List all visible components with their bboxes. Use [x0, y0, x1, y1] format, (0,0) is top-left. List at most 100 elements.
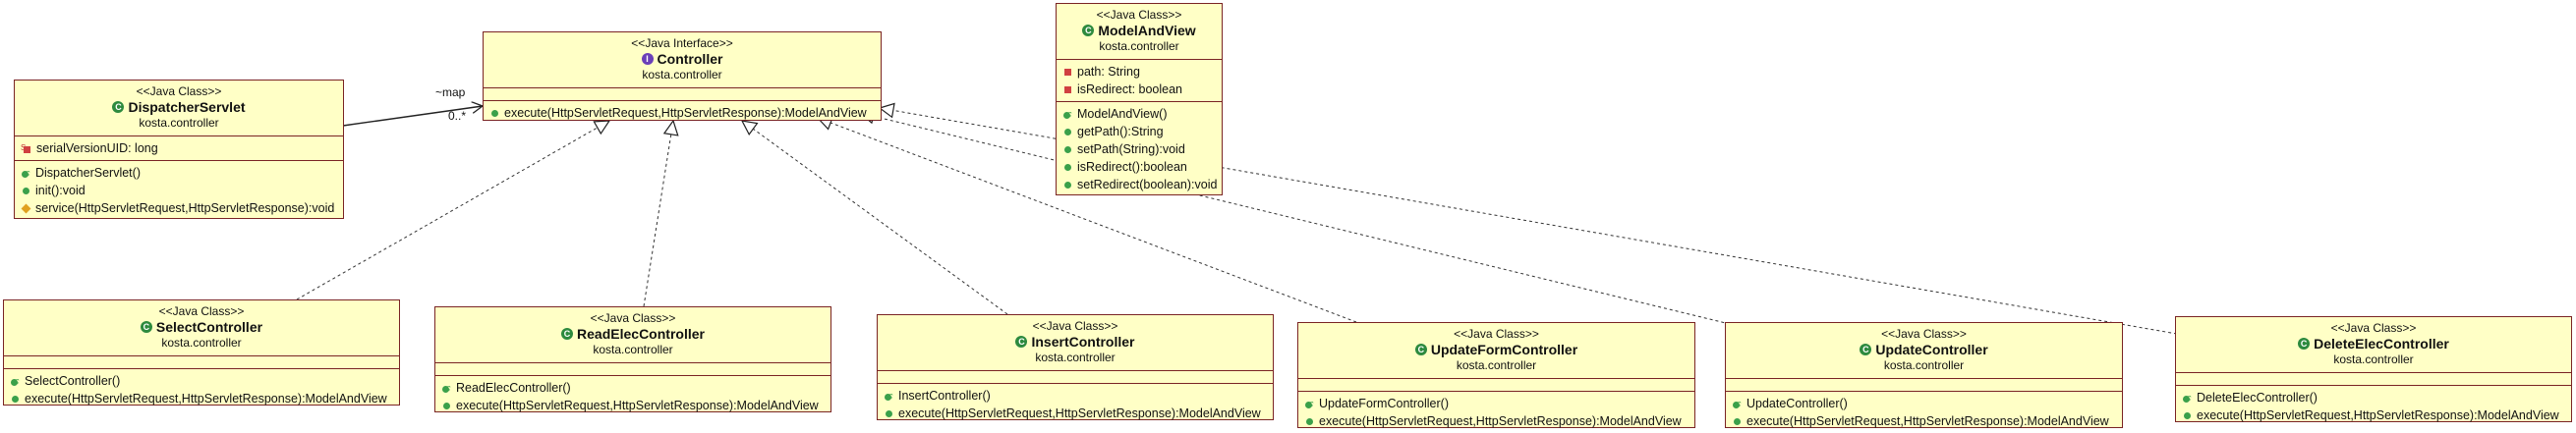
- constructor-icon: [441, 379, 452, 397]
- stereotype-label: <<Java Class>>: [136, 84, 222, 98]
- class-icon: C: [140, 321, 152, 333]
- class-name: UpdateController: [1875, 342, 1988, 357]
- fields-compartment: serialVersionUID: long: [15, 135, 343, 160]
- interface-icon: I: [641, 53, 654, 65]
- method-row: setRedirect(boolean):void: [1062, 176, 1217, 193]
- stereotype-label: <<Java Class>>: [158, 304, 245, 318]
- package-label: kosta.controller: [2333, 352, 2414, 366]
- association-edge-dispatcherservlet-controller: [342, 106, 483, 127]
- constructor-icon: [1304, 395, 1315, 412]
- package-label: kosta.controller: [593, 343, 673, 356]
- class-icon: C: [1082, 25, 1095, 36]
- association-role-label: ~map: [435, 85, 466, 99]
- stereotype-label: <<Java Class>>: [1881, 327, 1967, 341]
- field-row: isRedirect: boolean: [1062, 81, 1216, 98]
- public-method-icon: [1064, 145, 1071, 153]
- class-icon: C: [112, 101, 125, 113]
- method-row: getPath():String: [1062, 123, 1216, 140]
- fields-compartment: [1726, 378, 2122, 391]
- public-method-icon: [491, 109, 498, 117]
- method-row: UpdateController(): [1732, 395, 2116, 412]
- class-icon: C: [2298, 338, 2311, 350]
- stereotype-label: <<Java Class>>: [590, 311, 676, 325]
- association-multiplicity-label: 0..*: [448, 109, 467, 123]
- methods-compartment: SelectController() execute(HttpServletRe…: [4, 368, 399, 410]
- public-method-icon: [1064, 181, 1071, 189]
- realization-edge-readeleccontroller: [643, 121, 673, 307]
- method-row: execute(HttpServletRequest,HttpServletRe…: [441, 397, 825, 414]
- constructor-icon: [1732, 395, 1743, 412]
- static-final-field-icon: [21, 139, 32, 157]
- constructor-icon: [1062, 105, 1073, 123]
- package-label: kosta.controller: [139, 116, 219, 130]
- method-row: service(HttpServletRequest,HttpServletRe…: [21, 199, 337, 217]
- method-row: execute(HttpServletRequest,HttpServletRe…: [1304, 412, 1689, 430]
- class-name: SelectController: [155, 319, 263, 335]
- method-row: ModelAndView(): [1062, 105, 1216, 123]
- class-name: InsertController: [1031, 334, 1135, 350]
- field-row: serialVersionUID: long: [21, 139, 337, 157]
- method-row: UpdateFormController(): [1304, 395, 1689, 412]
- stereotype-label: <<Java Class>>: [1096, 8, 1182, 22]
- methods-compartment: DeleteElecController() execute(HttpServl…: [2176, 385, 2571, 427]
- realization-edge-insertcontroller: [742, 121, 1008, 315]
- constructor-icon: [21, 164, 31, 182]
- field-row: path: String: [1062, 63, 1216, 81]
- methods-compartment: InsertController() execute(HttpServletRe…: [878, 383, 1273, 425]
- public-method-icon: [23, 187, 29, 194]
- fields-compartment: [1298, 378, 1694, 391]
- public-method-icon: [1734, 417, 1741, 425]
- package-label: kosta.controller: [1456, 358, 1537, 372]
- method-row: isRedirect():boolean: [1062, 158, 1216, 176]
- public-method-icon: [443, 402, 450, 409]
- methods-compartment: UpdateFormController() execute(HttpServl…: [1298, 391, 1694, 433]
- package-label: kosta.controller: [1099, 39, 1179, 53]
- public-method-icon: [1064, 163, 1071, 171]
- method-row: DispatcherServlet(): [21, 164, 337, 182]
- method-row: InsertController(): [884, 387, 1267, 405]
- method-row: SelectController(): [10, 372, 393, 390]
- class-name: DeleteElecController: [2314, 336, 2449, 352]
- method-row: setPath(String):void: [1062, 140, 1216, 158]
- method-row: execute(HttpServletRequest,HttpServletRe…: [884, 405, 1267, 422]
- fields-compartment: path: String isRedirect: boolean: [1057, 59, 1222, 101]
- realization-edge-updateformcontroller: [818, 118, 1357, 323]
- package-label: kosta.controller: [1883, 358, 1965, 372]
- class-name: Controller: [657, 51, 723, 67]
- realization-edge-updatecontroller: [860, 113, 1731, 325]
- methods-compartment: DispatcherServlet() init():void service(…: [15, 160, 343, 220]
- public-method-icon: [1064, 128, 1071, 135]
- public-method-icon: [2184, 411, 2191, 419]
- public-method-icon: [886, 409, 892, 417]
- methods-compartment: execute(HttpServletRequest,HttpServletRe…: [484, 100, 881, 125]
- fields-compartment: [2176, 372, 2571, 385]
- class-name: DispatcherServlet: [128, 99, 246, 115]
- class-icon: C: [561, 328, 574, 340]
- fields-compartment: [4, 355, 399, 368]
- public-method-icon: [12, 395, 19, 403]
- stereotype-label: <<Java Class>>: [1454, 327, 1539, 341]
- constructor-icon: [2182, 389, 2193, 406]
- protected-method-icon: [21, 203, 31, 213]
- package-label: kosta.controller: [1035, 351, 1116, 364]
- method-row: init():void: [21, 182, 337, 199]
- public-method-icon: [1306, 417, 1313, 425]
- method-row: ReadElecController(): [441, 379, 825, 397]
- stereotype-label: <<Java Class>>: [2330, 321, 2417, 335]
- package-label: kosta.controller: [642, 68, 722, 81]
